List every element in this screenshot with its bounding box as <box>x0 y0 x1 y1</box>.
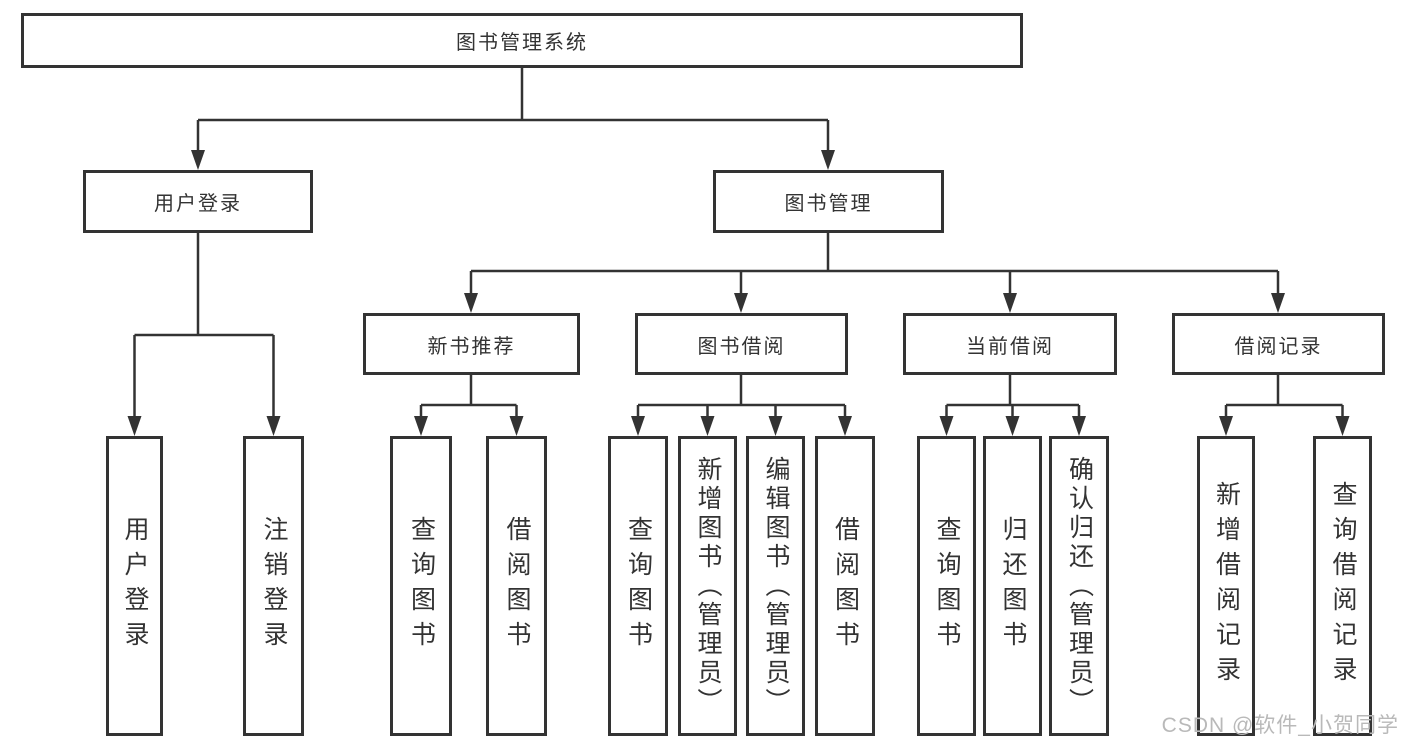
node-borrow-records-label: 借阅记录 <box>1234 335 1323 358</box>
node-user-login-label: 用户登录 <box>154 193 242 215</box>
leaf-borrow-books-recommend: 借阅图书 <box>486 436 547 736</box>
node-new-book-recommend-label: 新书推荐 <box>427 335 516 358</box>
leaf-add-books-admin-label: 新增图书（管理员） <box>694 455 722 717</box>
connector-book-borrow <box>636 375 847 421</box>
connector-user-login <box>133 233 275 421</box>
node-new-book-recommend: 新书推荐 <box>363 313 580 375</box>
leaf-add-borrow-record: 新增借阅记录 <box>1197 436 1255 736</box>
node-user-login: 用户登录 <box>83 170 313 233</box>
connector-book-management <box>469 233 1280 298</box>
node-current-borrow-label: 当前借阅 <box>966 335 1054 358</box>
leaf-return-books: 归还图书 <box>983 436 1042 736</box>
node-book-borrow-label: 图书借阅 <box>697 335 786 358</box>
leaf-add-books-admin: 新增图书（管理员） <box>678 436 737 736</box>
node-root-label: 图书管理系统 <box>456 32 588 54</box>
node-current-borrow: 当前借阅 <box>903 313 1117 375</box>
leaf-borrow-books-label: 借阅图书 <box>831 516 860 656</box>
leaf-query-books-current: 查询图书 <box>917 436 976 736</box>
leaf-query-books-current-label: 查询图书 <box>933 516 961 656</box>
leaf-edit-books-admin-label: 编辑图书（管理员） <box>762 455 790 717</box>
leaf-confirm-return-admin: 确认归还（管理员） <box>1049 436 1109 736</box>
leaf-edit-books-admin: 编辑图书（管理员） <box>746 436 805 736</box>
leaf-logout-label: 注销登录 <box>260 516 288 656</box>
leaf-query-borrow-record-label: 查询借阅记录 <box>1329 481 1357 691</box>
leaf-return-books-label: 归还图书 <box>999 516 1027 656</box>
connector-borrow-records <box>1224 375 1344 421</box>
leaf-user-login-label: 用户登录 <box>121 516 149 656</box>
leaf-borrow-books: 借阅图书 <box>815 436 875 736</box>
leaf-query-books-borrow-label: 查询图书 <box>624 516 653 656</box>
leaf-query-books-recommend: 查询图书 <box>390 436 452 736</box>
node-borrow-records: 借阅记录 <box>1172 313 1385 375</box>
node-book-management: 图书管理 <box>713 170 944 233</box>
leaf-query-books-borrow: 查询图书 <box>608 436 668 736</box>
connector-root <box>196 68 830 155</box>
connector-new-book <box>419 375 518 421</box>
connector-current-borrow <box>945 375 1081 421</box>
node-book-borrow: 图书借阅 <box>635 313 848 375</box>
leaf-add-borrow-record-label: 新增借阅记录 <box>1212 481 1241 691</box>
node-book-management-label: 图书管理 <box>784 193 873 215</box>
node-root: 图书管理系统 <box>21 13 1023 68</box>
leaf-logout: 注销登录 <box>243 436 304 736</box>
leaf-query-books-recommend-label: 查询图书 <box>407 516 436 656</box>
arrowheads <box>127 150 1350 436</box>
leaf-query-borrow-record: 查询借阅记录 <box>1313 436 1372 736</box>
leaf-confirm-return-admin-label: 确认归还（管理员） <box>1065 455 1094 717</box>
leaf-user-login: 用户登录 <box>106 436 163 736</box>
leaf-borrow-books-recommend-label: 借阅图书 <box>503 516 531 656</box>
